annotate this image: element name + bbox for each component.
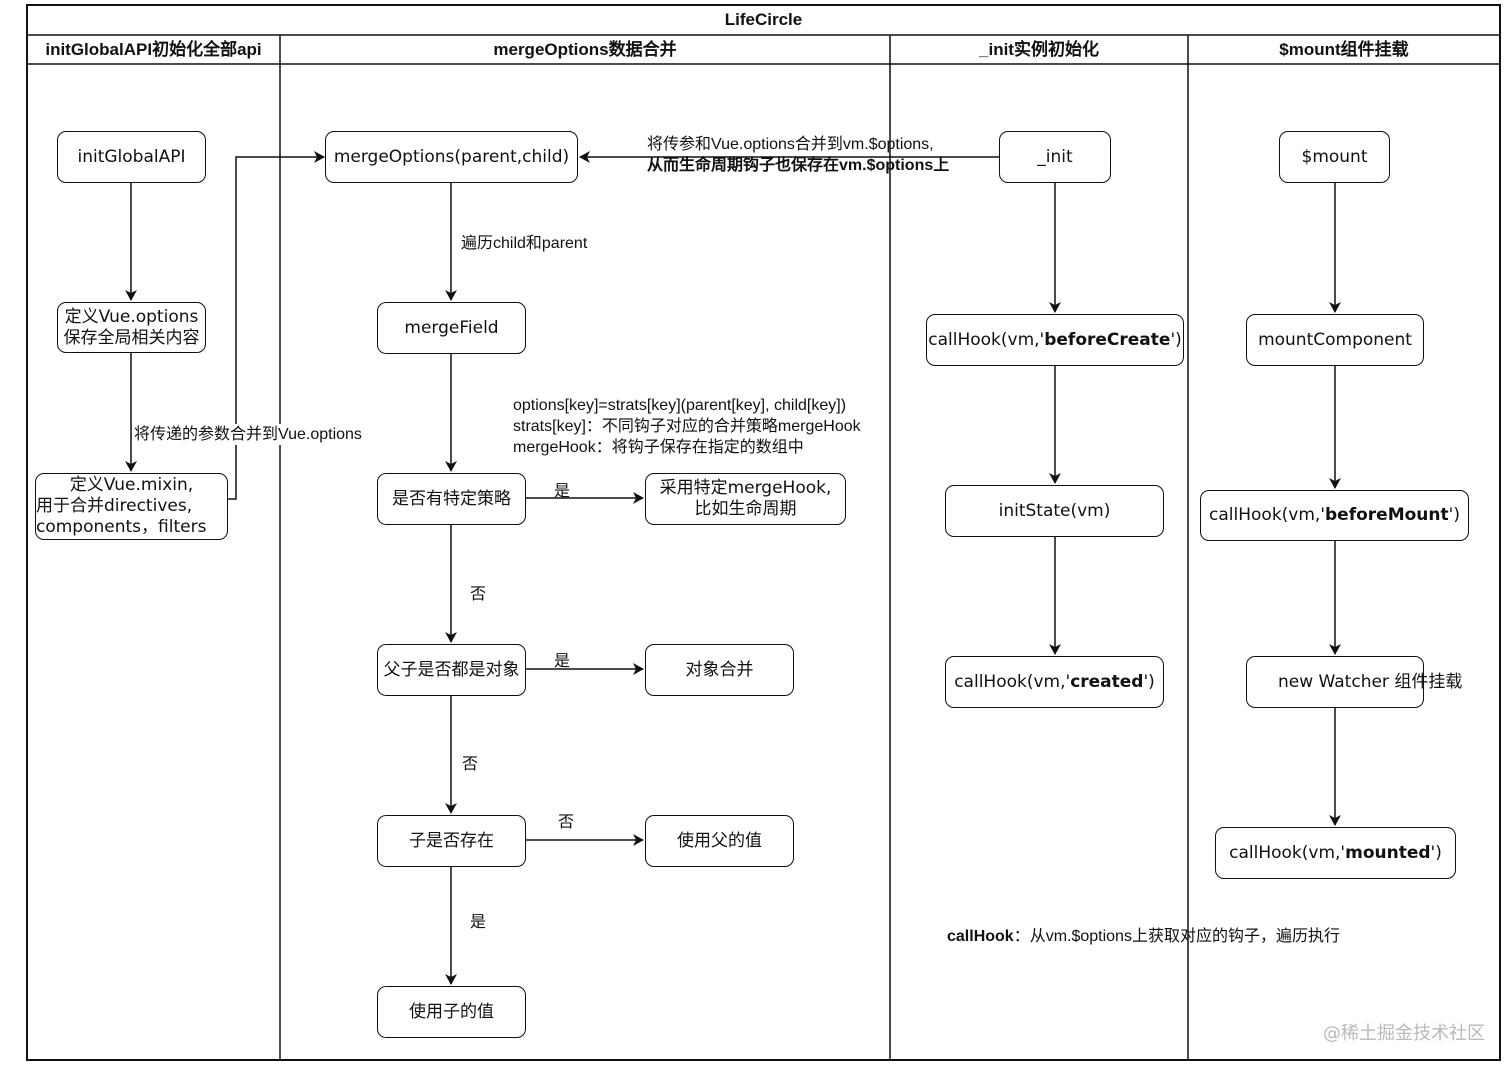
hook-prefix: callHook(vm,' <box>1229 842 1346 863</box>
edge-label-no: 否 <box>558 812 575 831</box>
node-callhook-beforecreate[interactable]: callHook(vm,'beforeCreate') <box>926 314 1184 366</box>
node-object-merge[interactable]: 对象合并 <box>645 644 794 696</box>
callhook-term: callHook <box>947 928 1014 945</box>
label-strats-line2: strats[key]：不同钩子对应的合并策略mergeHook <box>513 418 861 435</box>
callhook-desc: ：从vm.$options上获取对应的钩子，遍历执行 <box>1013 928 1340 945</box>
node-callhook-mounted[interactable]: callHook(vm,'mounted') <box>1215 827 1456 879</box>
node-line: 比如生命周期 <box>694 499 797 519</box>
node-line: new Watcher 组件挂载 <box>1278 671 1463 692</box>
hook-suffix: ') <box>1448 505 1460 525</box>
hook-suffix: ') <box>1143 671 1155 692</box>
node-use-child[interactable]: 使用子的值 <box>377 986 526 1038</box>
edge-label-yes: 是 <box>554 651 571 670</box>
node-child-exists[interactable]: 子是否存在 <box>377 815 526 867</box>
node-line: 定义Vue.mixin, <box>69 475 194 495</box>
node-line: 保存全局相关内容 <box>63 327 200 348</box>
node-new-watcher[interactable]: new Watcher 组件挂载 <box>1246 656 1462 708</box>
node-initglobalapi[interactable]: initGlobalAPI <box>57 131 206 183</box>
lane-header-initglobalapi: initGlobalAPI初始化全部api <box>45 40 262 59</box>
label-callhook-description: callHook：从vm.$options上获取对应的钩子，遍历执行 <box>947 926 1340 947</box>
pool-title: LifeCircle <box>724 10 803 29</box>
label-iterate: 遍历child和parent <box>461 235 588 252</box>
lane-header-mergeoptions: mergeOptions数据合并 <box>493 40 677 59</box>
hook-prefix: callHook(vm,' <box>954 671 1071 692</box>
lane-header-mount: $mount组件挂载 <box>1279 40 1409 59</box>
edge-label-no: 否 <box>462 754 479 773</box>
label-init-merge-line2: 从而生命周期钩子也保存在vm.$options上 <box>647 157 950 174</box>
label-strats-line3: mergeHook：将钩子保存在指定的数组中 <box>513 439 804 456</box>
node-line: 采用特定mergeHook, <box>659 478 832 498</box>
edge-label-yes: 是 <box>554 481 571 500</box>
node-mergefield[interactable]: mergeField <box>377 302 526 354</box>
hook-name: mounted <box>1345 842 1431 863</box>
node-line: 定义Vue.options <box>64 306 199 327</box>
hook-prefix: callHook(vm,' <box>928 329 1045 350</box>
edge-label-no: 否 <box>470 584 487 603</box>
node-use-mergehook[interactable]: 采用特定mergeHook, 比如生命周期 <box>645 473 846 525</box>
label-strats-line1: options[key]=strats[key](parent[key], ch… <box>513 397 847 414</box>
node-initstate[interactable]: initState(vm) <box>945 485 1164 537</box>
hook-name: beforeMount <box>1325 505 1449 525</box>
edge-mixin-mergeoptions <box>228 151 325 500</box>
node-mergeoptions[interactable]: mergeOptions(parent,child) <box>325 131 578 183</box>
node-define-vue-mixin[interactable]: 定义Vue.mixin, 用于合并directives, components，… <box>35 473 228 540</box>
node-has-strategy[interactable]: 是否有特定策略 <box>377 473 526 525</box>
pool-frame <box>26 4 1501 1061</box>
watermark: @稀土掘金技术社区 <box>1323 1023 1485 1044</box>
hook-name: beforeCreate <box>1044 329 1171 350</box>
node-init[interactable]: _init <box>999 131 1111 183</box>
hook-suffix: ') <box>1430 842 1442 863</box>
hook-name: created <box>1070 671 1144 692</box>
node-line: 用于合并directives, <box>36 496 193 516</box>
edge-label-yes: 是 <box>470 912 487 931</box>
node-both-objects[interactable]: 父子是否都是对象 <box>377 644 526 696</box>
label-init-merge-line1: 将传参和Vue.options合并到vm.$options, <box>647 136 934 153</box>
node-callhook-created[interactable]: callHook(vm,'created') <box>945 656 1164 708</box>
node-mountcomponent[interactable]: mountComponent <box>1246 314 1424 366</box>
hook-suffix: ') <box>1170 329 1182 350</box>
lane-header-init: _init实例初始化 <box>979 40 1099 59</box>
node-use-parent[interactable]: 使用父的值 <box>645 815 794 867</box>
node-mount[interactable]: $mount <box>1279 131 1390 183</box>
node-line: components，filters <box>36 517 207 537</box>
label-merge-to-vue-options: 将传递的参数合并到Vue.options <box>134 424 362 445</box>
node-callhook-beforemount[interactable]: callHook(vm,'beforeMount') <box>1200 490 1469 541</box>
hook-prefix: callHook(vm,' <box>1209 505 1326 525</box>
node-define-vue-options[interactable]: 定义Vue.options 保存全局相关内容 <box>57 302 206 353</box>
